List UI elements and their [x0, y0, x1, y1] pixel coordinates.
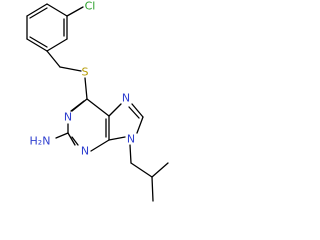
bond — [66, 6, 84, 17]
bond — [59, 66, 82, 72]
bond — [46, 3, 68, 17]
nitrogen-atom-label: N — [127, 133, 135, 146]
bond — [131, 103, 144, 118]
molecule-diagram: Cl S N N N N H₂N — [26, 0, 169, 202]
bond — [67, 132, 76, 146]
bond — [90, 139, 110, 152]
bond — [130, 162, 153, 178]
bond — [136, 116, 144, 134]
nitrogen-atom-label: N — [122, 92, 130, 105]
bond — [108, 136, 126, 141]
bond — [84, 77, 88, 100]
bond — [71, 136, 79, 146]
bond — [151, 176, 154, 202]
atom-labels: Cl S N N N N H₂N — [30, 0, 136, 158]
nitrogen-atom-label: N — [64, 111, 72, 124]
bond — [29, 7, 48, 19]
bond — [128, 106, 140, 119]
sulfur-atom-label: S — [82, 66, 89, 79]
bond — [46, 38, 68, 52]
chlorine-atom-label: Cl — [85, 0, 96, 13]
bond — [46, 50, 61, 68]
bond — [129, 144, 132, 164]
bond — [86, 98, 110, 117]
nitrogen-atom-label: N — [81, 145, 89, 158]
bonds — [26, 3, 169, 202]
bond — [70, 100, 85, 112]
amine-group-label: H₂N — [30, 135, 51, 148]
bond — [55, 132, 69, 139]
bond — [151, 162, 169, 178]
bond — [26, 3, 48, 17]
bond — [108, 103, 122, 117]
bond — [26, 38, 48, 52]
bond — [29, 36, 48, 48]
